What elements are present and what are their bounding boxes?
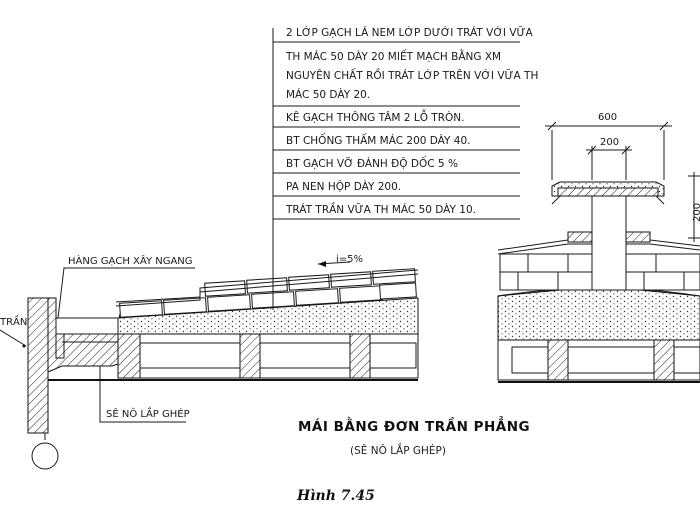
slope-label: i=5% [336, 254, 363, 265]
brick-row-label: HÀNG GẠCH XÂY NGANG [68, 254, 193, 267]
note-line-1: 2 LỚP GẠCH LÁ NEM LỚP DƯỚI TRÁT VỚI VỮA [286, 26, 534, 39]
note-line-2: TH MÁC 50 DÀY 20 MIẾT MẠCH BẰNG XM [285, 49, 501, 63]
figure-caption: Hình 7.45 [296, 488, 375, 504]
note-line-5: KÊ GẠCH THÔNG TÂM 2 LỖ TRÒN. [286, 109, 464, 124]
left-roof-section: i=5% HÀNG GẠCH XÂY NGANG TRẦN SÊ NÔ LẮP … [0, 254, 419, 470]
note-line-7: BT GẠCH VỠ ĐÁNH ĐỘ DỐC 5 % [286, 156, 458, 170]
brick-row-leader [57, 267, 195, 319]
drawing-subtitle: (SÊ NÔ LẮP GHÉP) [350, 443, 446, 457]
left-wall [27, 297, 49, 434]
beam-label: SÊ NÔ LẮP GHÉP [106, 406, 190, 420]
note-line-8: PA NEN HỘP DÀY 200. [286, 180, 401, 193]
note-line-3: NGUYÊN CHẤT RỒI TRÁT LỚP TRÊN VỚI VỮA TH [286, 68, 538, 82]
hollow-panel-slab [117, 333, 419, 379]
horizontal-brick-row [55, 317, 119, 335]
note-line-6: BT CHỐNG THẤM MÁC 200 DÀY 40. [286, 133, 471, 147]
right-roof-section: 600 200 200 [497, 112, 700, 383]
note-line-9: TRÁT TRẦN VỮA TH MÁC 50 DÀY 10. [285, 202, 476, 216]
layer-notes: 2 LỚP GẠCH LÁ NEM LỚP DƯỚI TRÁT VỚI VỮA … [272, 26, 538, 310]
dim-600-label: 600 [598, 112, 617, 123]
vent-pipe [591, 195, 627, 291]
dim-vertical-label: 200 [692, 203, 700, 222]
right-concrete-fill [497, 289, 700, 341]
drawing-title: MÁI BẰNG ĐƠN TRẦN PHẲNG [298, 415, 530, 435]
left-edge-label: TRẦN [0, 314, 27, 328]
dim-200-label: 200 [600, 137, 619, 148]
beam-leader [99, 366, 186, 423]
axis-bubble [31, 442, 59, 470]
note-line-4: MÁC 50 DÀY 20. [286, 88, 370, 101]
